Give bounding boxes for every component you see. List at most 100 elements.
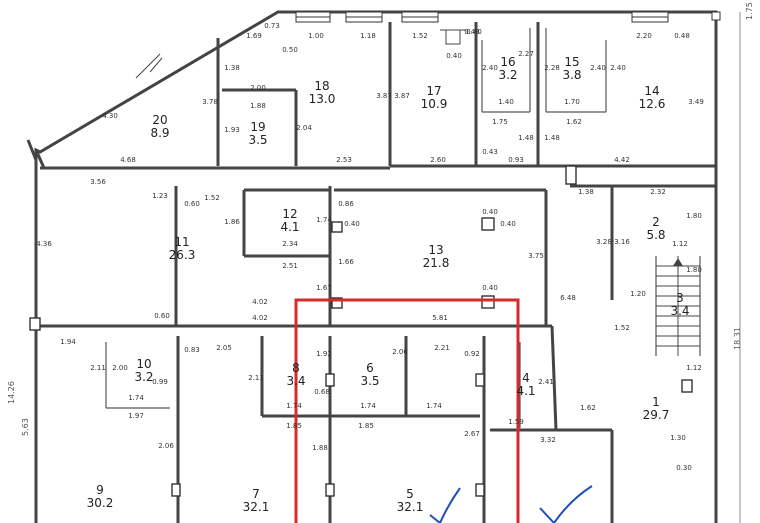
dimension: 2.41 — [538, 378, 554, 386]
dimension: 1.97 — [128, 412, 144, 420]
room-labels: 20 8.9 18 13.0 19 3.5 17 10.9 16 3.2 15 … — [87, 55, 690, 514]
room-area: 12.6 — [639, 97, 666, 111]
dimension: 5.81 — [432, 314, 448, 322]
dimension: 1.18 — [360, 32, 376, 40]
dimension: 1.80 — [686, 212, 702, 220]
room-number: 16 — [500, 55, 515, 69]
dimension: 2.06 — [158, 442, 174, 450]
dimension: 2.34 — [282, 240, 298, 248]
dimension: 4.42 — [614, 156, 630, 164]
dimension-labels: 0.50 1.00 1.18 1.52 0.40 0.48 2.20 0.48 … — [36, 22, 704, 472]
dimension: 1.69 — [246, 32, 262, 40]
dimension: 1.92 — [316, 350, 332, 358]
interior-walls — [29, 22, 716, 523]
room-area: 26.3 — [169, 248, 196, 262]
dimension: 4.02 — [252, 298, 268, 306]
dimension: 1.12 — [672, 240, 688, 248]
dimension: 0.48 — [674, 32, 690, 40]
room-area: 10.9 — [421, 97, 448, 111]
staircase — [656, 256, 700, 356]
dimension: 2.40 — [590, 64, 606, 72]
highlight-box — [294, 298, 520, 523]
room-number: 5 — [406, 487, 414, 501]
room-number: 11 — [174, 235, 189, 249]
room-number: 1 — [652, 395, 660, 409]
room-number: 19 — [250, 120, 265, 134]
dimension: 1.74 — [316, 216, 332, 224]
dimension: 0.48 — [464, 28, 480, 36]
dimension: 0.30 — [676, 464, 692, 472]
room-area: 3.5 — [248, 133, 267, 147]
room-number: 6 — [366, 361, 374, 375]
dimension: 1.48 — [518, 134, 534, 142]
dimension: 0.43 — [482, 148, 498, 156]
room-number: 12 — [282, 207, 297, 221]
dimension: 4.30 — [102, 112, 118, 120]
dimension: 2.53 — [336, 156, 352, 164]
room-number: 3 — [676, 291, 684, 305]
dimension: 2.27 — [518, 50, 534, 58]
dimension: 1.85 — [358, 422, 374, 430]
dimension: 4.68 — [120, 156, 136, 164]
dimension: 2.60 — [430, 156, 446, 164]
room-number: 10 — [136, 357, 151, 371]
dimension: 1.20 — [630, 290, 646, 298]
dimension: 1.74 — [426, 402, 442, 410]
room-number: 15 — [564, 55, 579, 69]
dimension: 0.40 — [466, 28, 482, 36]
dimension: 1.66 — [338, 258, 354, 266]
dimension: 1.62 — [566, 118, 582, 126]
dimension: 1.30 — [670, 434, 686, 442]
dimension: 1.74 — [128, 394, 144, 402]
dimension: 1.70 — [564, 98, 580, 106]
room-number: 13 — [428, 243, 443, 257]
dimension: 1.74 — [360, 402, 376, 410]
dimension: 6.48 — [560, 294, 576, 302]
dimension: 2.00 — [112, 364, 128, 372]
room-area: 13.0 — [309, 92, 336, 106]
room-number: 18 — [314, 79, 329, 93]
dimension: 1.75 — [492, 118, 508, 126]
dimension: 3.49 — [688, 98, 704, 106]
room-number: 8 — [292, 361, 300, 375]
dimension: 0.99 — [152, 378, 168, 386]
dimension: 4.02 — [252, 314, 268, 322]
right-overall-dimension: 18.31 — [733, 327, 742, 350]
room-area: 4.1 — [516, 384, 535, 398]
left-overall-dimension: 14.26 — [7, 381, 16, 404]
dimension: 3.75 — [528, 252, 544, 260]
room-number: 7 — [252, 487, 260, 501]
dimension: 2.40 — [482, 64, 498, 72]
dimension: 1.93 — [224, 126, 240, 134]
dimension: 3.16 — [614, 238, 630, 246]
outer-walls — [26, 10, 721, 523]
dimension: 1.86 — [224, 218, 240, 226]
dimension: 1.67 — [316, 284, 332, 292]
room-area: 3.2 — [134, 370, 153, 384]
dimension: 3.56 — [90, 178, 106, 186]
dimension: 2.00 — [250, 84, 266, 92]
dimension: 2.32 — [650, 188, 666, 196]
room-area: 21.8 — [423, 256, 450, 270]
dimension: 1.48 — [544, 134, 560, 142]
dimension: 0.93 — [508, 156, 524, 164]
room-number: 17 — [426, 84, 441, 98]
dimension: 2.05 — [216, 344, 232, 352]
side-dimensions: 14.26 5.63 18.31 1.75 — [7, 2, 754, 523]
dimension: 2.20 — [636, 32, 652, 40]
room-area: 29.7 — [643, 408, 670, 422]
dimension: 2.67 — [464, 430, 480, 438]
dimension: 2.11 — [90, 364, 106, 372]
room-area: 3.4 — [286, 374, 305, 388]
dimension: 0.40 — [482, 208, 498, 216]
dimension: 1.52 — [412, 32, 428, 40]
dimension: 2.11 — [248, 374, 264, 382]
check-mark-1 — [429, 487, 461, 523]
dimension: 1.52 — [614, 324, 630, 332]
room-number: 14 — [644, 84, 659, 98]
dimension: 0.40 — [482, 284, 498, 292]
room-area: 3.2 — [498, 68, 517, 82]
dimension: 1.62 — [580, 404, 596, 412]
dimension: 1.74 — [286, 402, 302, 410]
